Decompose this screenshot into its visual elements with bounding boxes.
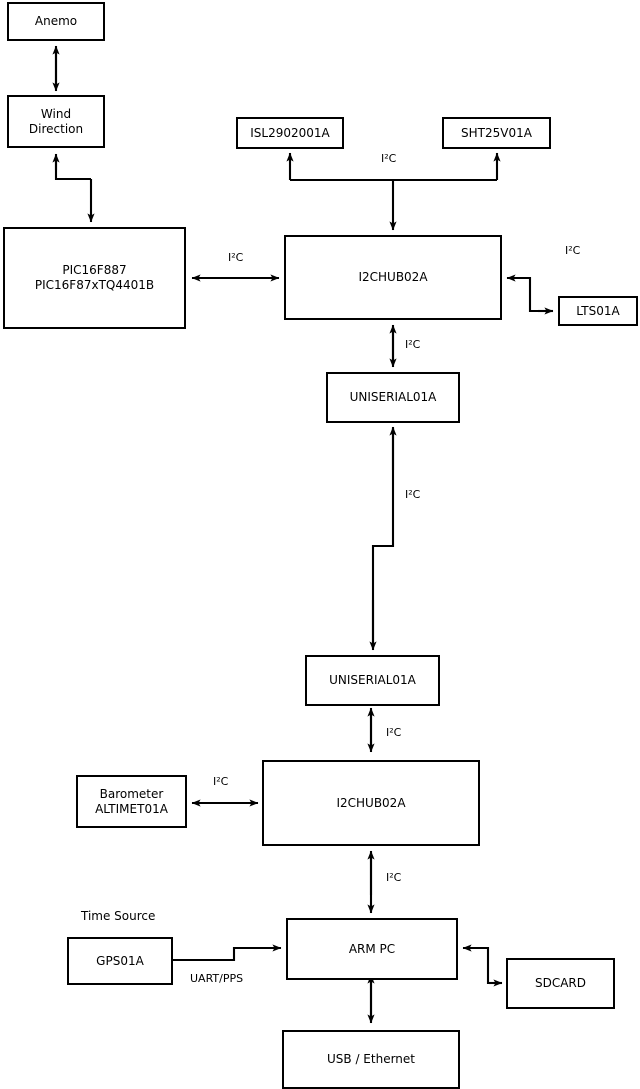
node-arm-pc[interactable]: ARM PC xyxy=(286,918,458,980)
edge-label-uart-pps: UART/PPS xyxy=(190,972,244,985)
label-time-source: Time Source xyxy=(81,909,156,923)
node-i2chub02a-top[interactable]: I2CHUB02A xyxy=(284,235,502,320)
node-sdcard[interactable]: SDCARD xyxy=(506,958,615,1009)
edge-label-i2c-hub2-armpc: I²C xyxy=(386,871,402,884)
node-isl2902001a[interactable]: ISL2902001A xyxy=(236,117,344,149)
node-uniserial01a-lower[interactable]: UNISERIAL01A xyxy=(305,655,440,706)
edge-uniserial-link-path xyxy=(371,428,395,645)
node-barometer-altimet01a[interactable]: Barometer ALTIMET01A xyxy=(76,775,187,828)
edge-label-i2c-hub-uniserial: I²C xyxy=(405,338,421,351)
node-uniserial01a-upper[interactable]: UNISERIAL01A xyxy=(326,372,460,423)
edge-label-i2c-bus-top: I²C xyxy=(381,152,397,165)
node-wind-direction[interactable]: Wind Direction xyxy=(7,95,105,148)
edge-gps-armpc-path xyxy=(173,946,276,962)
edge-label-i2c-uniserial-hub2: I²C xyxy=(386,726,402,739)
edge-label-i2c-uniserial-link: I²C xyxy=(405,488,421,501)
node-lts01a[interactable]: LTS01A xyxy=(558,296,638,326)
edge-armpc-sdcard-z xyxy=(468,946,500,985)
node-gps01a[interactable]: GPS01A xyxy=(67,937,173,985)
edge-wind-from-pic xyxy=(54,158,91,181)
edge-label-i2c-hub-lts: I²C xyxy=(565,244,581,257)
node-pic-mcu[interactable]: PIC16F887 PIC16F87xTQ4401B xyxy=(3,227,186,329)
edge-label-i2c-barometer-hub: I²C xyxy=(213,775,229,788)
edge-label-i2c-pic-hub: I²C xyxy=(228,251,244,264)
node-i2chub02a-bottom[interactable]: I2CHUB02A xyxy=(262,760,480,846)
node-sht25v01a[interactable]: SHT25V01A xyxy=(442,117,551,149)
edge-hub-lts-z xyxy=(512,276,551,313)
node-anemo[interactable]: Anemo xyxy=(7,2,105,41)
node-usb-ethernet[interactable]: USB / Ethernet xyxy=(282,1030,460,1089)
